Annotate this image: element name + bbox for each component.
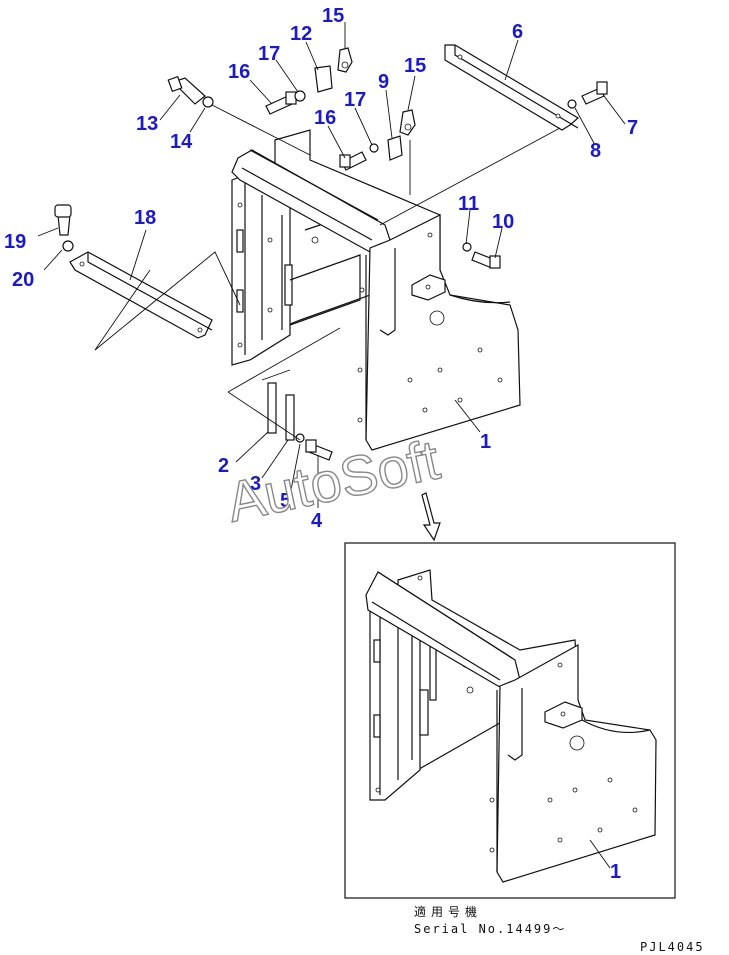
callout-13: 13 xyxy=(136,113,158,135)
washer-11 xyxy=(462,242,472,252)
callout-15a: 15 xyxy=(322,5,344,27)
washer-17b xyxy=(369,143,379,153)
callout-20: 20 xyxy=(12,269,34,291)
callout-7: 7 xyxy=(627,117,638,139)
callout-6: 6 xyxy=(512,21,523,43)
bolt-10 xyxy=(471,251,501,269)
bolt-16a xyxy=(265,91,297,115)
callout-11: 11 xyxy=(458,193,479,215)
washer-17a xyxy=(294,90,306,102)
bolt-13 xyxy=(167,75,206,105)
bracket-12 xyxy=(314,65,333,93)
callout-17a: 17 xyxy=(258,43,280,65)
callout-labels: 15 12 17 16 6 15 9 17 16 13 14 7 8 11 10… xyxy=(4,5,638,532)
callout-8: 8 xyxy=(590,140,601,162)
plate-3 xyxy=(285,394,295,441)
inset-front-panel xyxy=(496,643,657,883)
callout-10: 10 xyxy=(492,211,514,233)
callout-19: 19 xyxy=(4,231,26,253)
tab-15a xyxy=(337,47,353,73)
washer-8 xyxy=(567,99,577,109)
front-right-panel xyxy=(365,214,521,451)
inset-callout-1: 1 xyxy=(610,861,621,883)
tab-15b xyxy=(399,109,416,136)
plate-2 xyxy=(267,382,277,434)
callout-12: 12 xyxy=(290,23,312,45)
bolt-4 xyxy=(305,439,333,461)
washer-5 xyxy=(295,433,305,443)
angle-bracket-18 xyxy=(69,251,213,339)
bracket-9 xyxy=(387,135,403,161)
callout-18: 18 xyxy=(134,207,156,229)
drawing-code: PJL4045 xyxy=(640,940,705,954)
callout-9: 9 xyxy=(378,71,389,93)
view-arrow xyxy=(421,492,441,542)
callout-5: 5 xyxy=(280,490,291,512)
callout-3: 3 xyxy=(250,473,261,495)
bolt-7 xyxy=(581,81,608,105)
callout-15b: 15 xyxy=(404,55,426,77)
washer-20 xyxy=(62,240,74,252)
callout-16b: 16 xyxy=(314,107,336,129)
callout-1: 1 xyxy=(480,431,491,453)
callout-2: 2 xyxy=(218,455,229,477)
bolt-19 xyxy=(54,204,72,236)
serial-heading: 適用号機 xyxy=(414,905,483,919)
main-assembly xyxy=(54,44,608,542)
callout-4: 4 xyxy=(311,510,323,532)
serial-number-label: Serial No.14499～ xyxy=(414,922,567,936)
callout-17b: 17 xyxy=(344,89,366,111)
inset-view: 1 xyxy=(344,542,676,899)
callout-14: 14 xyxy=(170,131,193,153)
bolt-16b xyxy=(339,151,367,171)
washer-14 xyxy=(202,96,214,108)
callout-16a: 16 xyxy=(228,61,250,83)
callout-leaders xyxy=(37,22,626,508)
watermark-text: AutoSoft xyxy=(221,427,445,533)
inset-frame xyxy=(344,542,676,899)
